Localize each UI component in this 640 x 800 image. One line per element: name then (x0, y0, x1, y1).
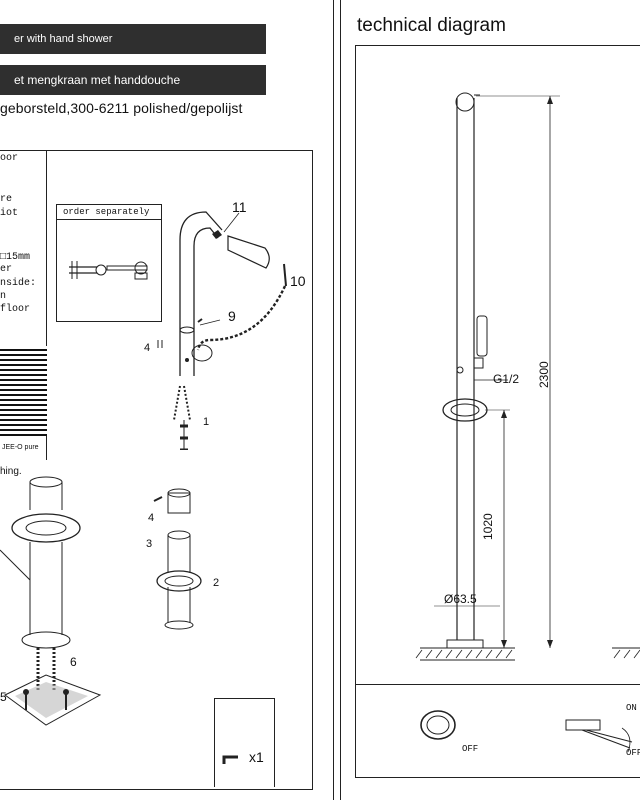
page-title: technical diagram (357, 15, 506, 36)
diagram-divider (355, 684, 640, 685)
wall-bracket-drawing (69, 261, 148, 280)
ring-off-icon (420, 710, 456, 740)
shower-elevation-drawing (415, 92, 640, 661)
callout-10: 10 (290, 273, 306, 289)
order-separately-label: order separately (63, 207, 150, 217)
note-6: nside: (0, 278, 37, 289)
callout-6: 6 (70, 655, 77, 669)
callout-4b: 4 (148, 512, 155, 524)
callout-5: 5 (0, 690, 7, 704)
base-drawing (153, 488, 202, 630)
product-name-nl-banner: et mengkraan met handdouche (0, 65, 266, 95)
note-4: □15mm (0, 252, 31, 263)
dimension-mid: 1020 (481, 513, 495, 540)
callout-11: 11 (232, 199, 247, 215)
callout-9: 9 (228, 308, 236, 324)
dimension-height: 2300 (537, 361, 551, 388)
allen-key-icon (222, 755, 238, 764)
note-text: hing. (0, 466, 22, 477)
dimension-thread: G1/2 (493, 372, 520, 386)
label-off-1: OFF (462, 744, 479, 754)
note-3: iot (0, 208, 19, 219)
note-footer: JEE-O pure (2, 444, 39, 451)
exploded-spout-drawing (157, 211, 287, 450)
installation-drawing (0, 476, 102, 726)
left-frame-line (333, 0, 334, 800)
dimension-diameter: Ø63.5 (444, 592, 477, 606)
finish-codes: geborsteld,300-6211 polished/gepolijst (0, 100, 243, 116)
callout-3: 3 (146, 538, 153, 550)
tool-quantity: x1 (249, 749, 264, 765)
callout-4a: 4 (144, 342, 151, 354)
tool-box (214, 698, 275, 787)
instruction-frame (0, 150, 313, 790)
product-name-text: er with hand shower (14, 33, 113, 45)
notes-panel: oor re iot □15mm er nside: n floor JEE-O… (0, 150, 47, 460)
note-image (0, 346, 47, 436)
product-name-banner: er with hand shower (0, 24, 266, 54)
product-name-nl-text: et mengkraan met handdouche (14, 73, 181, 87)
note-2: re (0, 194, 13, 205)
callout-1: 1 (203, 416, 210, 428)
callout-2: 2 (213, 577, 220, 589)
lever-on-off-icon (565, 719, 633, 753)
right-frame-line (340, 0, 640, 800)
note-5: er (0, 264, 13, 275)
label-on: ON (626, 703, 637, 713)
note-8: floor (0, 304, 31, 315)
label-off-2: OFF (626, 748, 640, 758)
diagram-frame (355, 45, 640, 778)
note-1: oor (0, 153, 19, 164)
note-7: n (0, 291, 7, 302)
order-separately-box: order separately (56, 204, 162, 322)
